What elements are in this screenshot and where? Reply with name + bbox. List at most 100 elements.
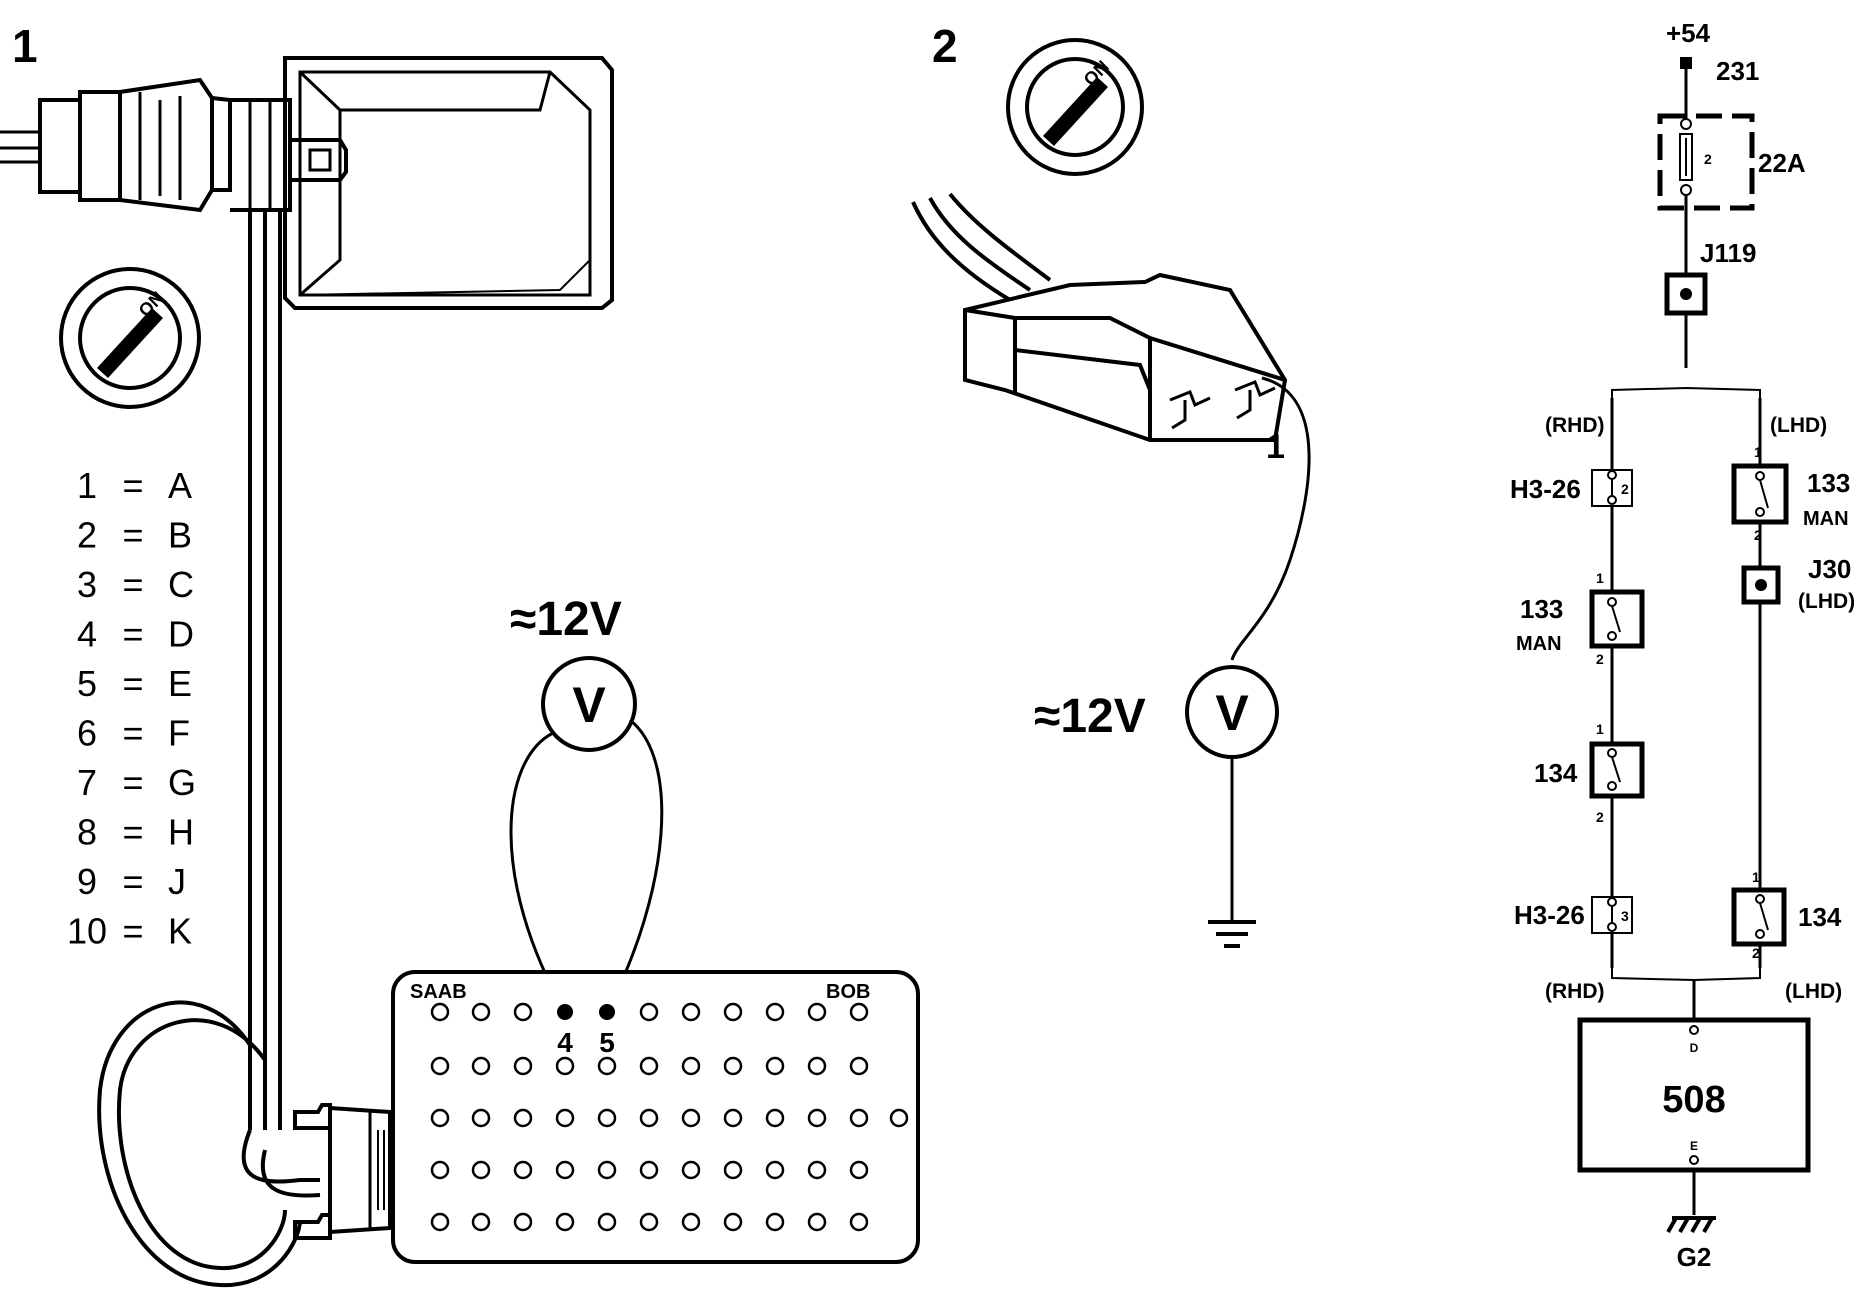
legend-row: 3=C bbox=[77, 564, 194, 605]
bob-pin bbox=[765, 1108, 785, 1128]
unit-pin-d: D bbox=[1690, 1041, 1699, 1055]
switch-133-rhd-pin2: 2 bbox=[1596, 651, 1604, 667]
bob-pin bbox=[513, 1160, 533, 1180]
panel-2: 2 ON 1 ≈12V V bbox=[911, 20, 1311, 948]
connector-h3-26-top-pin: 2 bbox=[1621, 481, 1629, 497]
legend-row: 7=G bbox=[77, 762, 196, 803]
switch-133-lhd-pin2: 2 bbox=[1754, 527, 1762, 543]
legend-number: 9 bbox=[77, 861, 97, 902]
legend-number: 3 bbox=[77, 564, 97, 605]
legend-row: 1=A bbox=[77, 465, 192, 506]
connector-h3-26-bottom-pin: 3 bbox=[1621, 908, 1629, 924]
junction-top-label: J119 bbox=[1700, 238, 1756, 268]
legend-letter: J bbox=[168, 861, 186, 902]
ignition-switch-icon: ON bbox=[59, 267, 201, 409]
bob-pin bbox=[597, 1160, 617, 1180]
meter-symbol-1: V bbox=[572, 677, 606, 733]
bob-name-label: BOB bbox=[826, 981, 870, 1003]
junction-j30-label: J30 bbox=[1808, 554, 1851, 584]
ground-g2-label: G2 bbox=[1677, 1242, 1712, 1272]
voltage-reading-1: ≈12V bbox=[510, 593, 622, 646]
bob-pin bbox=[513, 1002, 533, 1022]
pin-legend: 1=A2=B3=C4=D5=E6=F7=G8=H9=J10=K bbox=[67, 465, 196, 952]
bob-pin bbox=[430, 1212, 450, 1232]
switch-133-lhd-man: MAN bbox=[1803, 508, 1849, 530]
bob-pin bbox=[639, 1212, 659, 1232]
legend-row: 4=D bbox=[77, 614, 194, 655]
rhd-label-bottom: (RHD) bbox=[1545, 980, 1604, 1003]
legend-letter: G bbox=[168, 762, 196, 803]
legend-equals: = bbox=[122, 663, 143, 704]
bob-pin bbox=[681, 1002, 701, 1022]
bob-pin bbox=[807, 1108, 827, 1128]
wiring-schematic: +54 231 2 22A J119 (RHD) (LHD) H3-26 2 bbox=[1510, 18, 1855, 1272]
bob-pin bbox=[430, 1108, 450, 1128]
bob-pin bbox=[471, 1108, 491, 1128]
bob-pin bbox=[807, 1160, 827, 1180]
bob-pin-4 bbox=[557, 1004, 573, 1020]
lhd-label-bottom: (LHD) bbox=[1785, 980, 1842, 1003]
harness-wires bbox=[911, 192, 1052, 302]
bob-pin bbox=[723, 1160, 743, 1180]
bob-pin bbox=[471, 1212, 491, 1232]
bob-pin bbox=[681, 1160, 701, 1180]
legend-letter: E bbox=[168, 663, 192, 704]
bob-pin bbox=[471, 1056, 491, 1076]
legend-letter: F bbox=[168, 713, 190, 754]
fuse-pin: 2 bbox=[1704, 151, 1712, 167]
bob-pin bbox=[681, 1056, 701, 1076]
bob-pin bbox=[849, 1002, 869, 1022]
legend-number: 4 bbox=[77, 614, 97, 655]
legend-number: 6 bbox=[77, 713, 97, 754]
legend-letter: H bbox=[168, 812, 194, 853]
legend-equals: = bbox=[122, 515, 143, 556]
legend-letter: B bbox=[168, 515, 192, 556]
bob-pin bbox=[723, 1212, 743, 1232]
ignition-switch-icon-2: ON bbox=[1006, 38, 1144, 176]
bob-pin bbox=[639, 1002, 659, 1022]
bob-pin bbox=[555, 1108, 575, 1128]
bob-pin bbox=[889, 1108, 909, 1128]
legend-letter: C bbox=[168, 564, 194, 605]
bob-pin bbox=[765, 1212, 785, 1232]
bob-pin bbox=[723, 1056, 743, 1076]
supply-label: +54 bbox=[1666, 18, 1711, 48]
legend-number: 2 bbox=[77, 515, 97, 556]
legend-equals: = bbox=[122, 614, 143, 655]
bob-brand-label: SAAB bbox=[410, 981, 467, 1003]
bob-pin-grid bbox=[430, 1002, 909, 1232]
legend-row: 8=H bbox=[77, 812, 194, 853]
wire-number: 231 bbox=[1716, 56, 1759, 86]
voltmeter-1: ≈12V V bbox=[509, 593, 664, 1013]
unit-508-label: 508 bbox=[1662, 1079, 1725, 1121]
chassis-ground-icon bbox=[1666, 1216, 1716, 1233]
bob-pin bbox=[681, 1108, 701, 1128]
switch-134-lhd-pin2: 2 bbox=[1752, 945, 1760, 961]
bob-connector bbox=[293, 1103, 392, 1240]
connector-h3-26-top-label: H3-26 bbox=[1510, 474, 1581, 504]
bob-pin-5 bbox=[599, 1004, 615, 1020]
legend-equals: = bbox=[122, 465, 143, 506]
fuse-rating: 22A bbox=[1758, 148, 1806, 178]
supply-terminal bbox=[1680, 57, 1692, 69]
lamp-plug bbox=[0, 77, 348, 213]
switch-133-rhd-man: MAN bbox=[1516, 633, 1562, 655]
legend-number: 8 bbox=[77, 812, 97, 853]
bob-pin bbox=[597, 1212, 617, 1232]
bob-pin bbox=[555, 1056, 575, 1076]
switch-133-lhd-pin1: 1 bbox=[1754, 444, 1762, 460]
voltmeter-2: ≈12V V bbox=[1034, 665, 1279, 920]
bob-pin bbox=[681, 1212, 701, 1232]
switch-134-rhd-pin2: 2 bbox=[1596, 809, 1604, 825]
rhd-label-top: (RHD) bbox=[1545, 414, 1604, 437]
control-module bbox=[283, 56, 614, 310]
bob-pin bbox=[513, 1212, 533, 1232]
bob-pin bbox=[849, 1108, 869, 1128]
bob-pin bbox=[807, 1056, 827, 1076]
legend-number: 7 bbox=[77, 762, 97, 803]
legend-row: 2 = B bbox=[77, 515, 192, 556]
connector-housing bbox=[963, 272, 1288, 442]
legend-row: 9=J bbox=[77, 861, 186, 902]
switch-134-lhd-pin1: 1 bbox=[1752, 869, 1760, 885]
